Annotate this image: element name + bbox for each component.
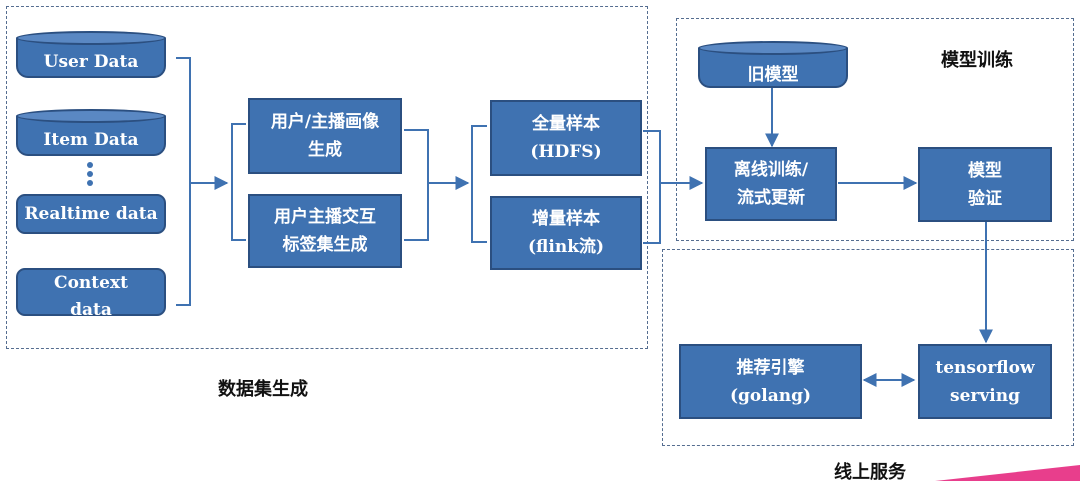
realtime-data-box: Realtime data — [16, 194, 166, 234]
ellipsis-dots — [87, 162, 93, 186]
profile-generation-box: 用户/主播画像 生成 — [248, 98, 402, 174]
incremental-samples-line1: 增量样本 — [532, 209, 600, 229]
context-data-label-line1: Context — [54, 273, 128, 293]
context-data-label-line2: data — [70, 300, 112, 320]
recommendation-engine-box: 推荐引擎 (golang) — [679, 344, 862, 419]
online-service-frame — [662, 249, 1074, 446]
user-data-label: User Data — [43, 52, 139, 72]
offline-training-line2: 流式更新 — [737, 188, 805, 208]
full-samples-line1: 全量样本 — [532, 114, 600, 134]
tensorflow-serving-line2: serving — [950, 385, 1020, 406]
tensorflow-serving-line1: tensorflow — [935, 357, 1035, 378]
offline-training-box: 离线训练/ 流式更新 — [705, 147, 837, 221]
old-model-cylinder: 旧模型 — [698, 41, 848, 88]
samples-bracket — [643, 130, 661, 244]
recommendation-engine-line1: 推荐引擎 — [736, 357, 805, 378]
context-data-box: Context data — [16, 268, 166, 320]
realtime-data-label: Realtime data — [24, 204, 158, 224]
sources-bracket — [176, 57, 191, 306]
item-data-cylinder: Item Data — [16, 109, 166, 156]
model-training-title: 模型训练 — [941, 50, 1013, 71]
incremental-samples-line2: (flink流) — [527, 237, 605, 257]
interaction-label-box: 用户主播交互 标签集生成 — [248, 194, 402, 268]
data-generation-title: 数据集生成 — [218, 379, 308, 400]
tensorflow-serving-box: tensorflow serving — [918, 344, 1052, 419]
user-data-cylinder: User Data — [16, 31, 166, 78]
samples-left-bracket — [471, 125, 487, 243]
profile-generation-line2: 生成 — [308, 140, 342, 160]
model-validation-box: 模型 验证 — [918, 147, 1052, 222]
item-data-label: Item Data — [43, 130, 139, 150]
incremental-samples-box: 增量样本 (flink流) — [490, 196, 642, 270]
recommendation-engine-line2: (golang) — [729, 385, 812, 406]
data-generation-frame — [6, 6, 648, 349]
model-validation-line2: 验证 — [968, 188, 1002, 209]
model-training-frame — [676, 18, 1074, 241]
features-bracket — [404, 129, 429, 241]
full-samples-line2: (HDFS) — [530, 142, 602, 162]
online-service-title: 线上服务 — [834, 462, 906, 483]
profile-generation-line1: 用户/主播画像 — [270, 112, 380, 132]
offline-training-line1: 离线训练/ — [733, 160, 809, 180]
pink-corner-accent — [935, 465, 1080, 481]
old-model-label: 旧模型 — [747, 64, 799, 85]
interaction-label-line1: 用户主播交互 — [274, 207, 376, 227]
features-left-bracket — [231, 123, 246, 241]
interaction-label-line2: 标签集生成 — [282, 235, 368, 255]
model-validation-line1: 模型 — [968, 160, 1002, 181]
full-samples-box: 全量样本 (HDFS) — [490, 100, 642, 176]
